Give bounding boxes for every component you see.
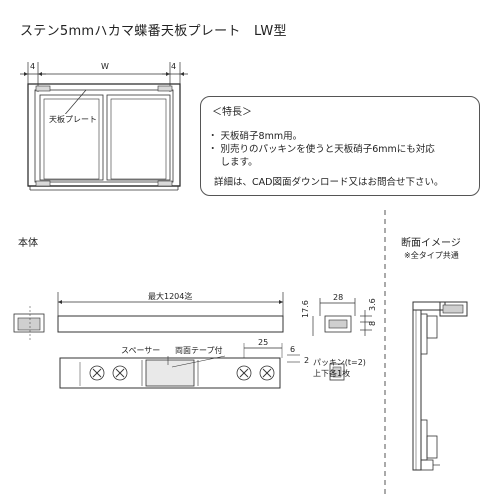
dim-17-6-label: 17.6 <box>301 300 310 318</box>
features-box <box>200 96 480 196</box>
dim-2-label: 2 <box>304 356 310 365</box>
dim-8-label: 8 <box>368 320 377 326</box>
page-title: ステン5mmハカマ蝶番天板プレート LW型 <box>20 24 287 39</box>
dim-25-label: 25 <box>258 338 269 347</box>
spacer-label: スペーサー <box>121 346 161 355</box>
packing-qty-label: 上下各1枚 <box>313 369 351 378</box>
plate-label: 天板プレート <box>48 114 98 125</box>
dim-3-6-label: 3.6 <box>368 298 377 311</box>
cross-section-label: 断面イメージ <box>401 238 461 249</box>
features-note: 詳細は、CAD図面ダウンロード又はお問合せ下さい。 <box>214 177 444 188</box>
dim-28-label: 28 <box>333 293 344 302</box>
feature-item-2: ・ 別売りのパッキンを使うと天板硝子6mmにも対応 <box>208 144 435 155</box>
feature-item-1: ・ 天板硝子8mm用。 <box>208 131 303 142</box>
dim-right-label: 4 <box>171 62 177 71</box>
cross-section-note: ※全タイプ共通 <box>404 251 459 260</box>
dim-w-label: W <box>101 62 109 71</box>
body-label: 本体 <box>18 238 38 249</box>
feature-item-3: します。 <box>208 157 258 168</box>
tape-label: 両面テープ付 <box>175 346 223 355</box>
dim-left-label: 4 <box>30 62 36 71</box>
max-length-label: 最大1204迄 <box>148 292 193 301</box>
dim-6-label: 6 <box>290 345 296 354</box>
features-heading: ＜特長＞ <box>212 107 252 118</box>
packing-label: パッキン(t=2) <box>313 358 366 367</box>
